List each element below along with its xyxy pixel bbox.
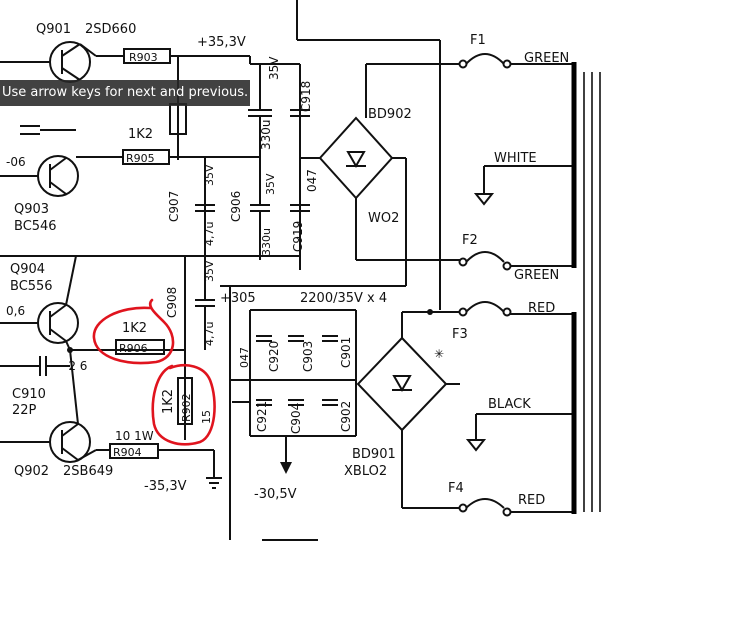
- q901-group: Q901 2SD660 R903 +35,3V: [0, 22, 251, 160]
- c907-cap-label: 4,7u: [203, 222, 216, 246]
- fuses-bottom: RED F3 BLACK F4 RED: [427, 301, 577, 517]
- r906-resistor: [115, 339, 165, 355]
- cap-column-top: 35V C918 330u 047: [248, 56, 319, 270]
- f2-label: F2: [462, 233, 478, 248]
- black-label: BLACK: [488, 397, 531, 412]
- caps-spec-label: 2200/35V x 4: [300, 291, 387, 306]
- c920-label: C920: [267, 341, 281, 372]
- c906-cap-label: 330u: [260, 228, 273, 256]
- c908-label: C908: [165, 287, 179, 318]
- c907-v-label: 35V: [203, 164, 216, 186]
- q903-label: Q903: [14, 202, 49, 217]
- q901-part-label: 2SD660: [85, 22, 136, 37]
- c918-047-label: 047: [305, 169, 319, 192]
- v-26-label: -2 6: [64, 359, 87, 373]
- capacitor-bank: +305 2200/35V x 4 047 C920 C903 C901 C92…: [220, 286, 387, 540]
- cap-column-mid: C907 35V 4,7u C906 35V 330u C919: [0, 157, 310, 300]
- res-1k2-b-label: 1K2: [122, 321, 147, 336]
- bd901-part-label: XBLO2: [344, 464, 387, 479]
- q904-label: Q904: [10, 262, 45, 277]
- r906-group: 1K2 R906: [92, 298, 175, 365]
- v-305-label: +305: [220, 291, 256, 306]
- white-label: WHITE: [494, 151, 537, 166]
- c903-label: C903: [301, 341, 315, 372]
- r902-red-highlight: [151, 364, 216, 446]
- c918-cap-label: 330u: [259, 119, 273, 150]
- res-1k2-a-label: 1K2: [128, 127, 153, 142]
- c904-label: C904: [289, 403, 303, 434]
- q903-part-label: BC546: [14, 219, 57, 234]
- c910-val-label: 22P: [12, 403, 37, 418]
- q901-label: Q901: [36, 22, 71, 37]
- neg-06-label: -06: [6, 155, 26, 169]
- r903-label: R903: [129, 51, 158, 64]
- c901-label: C901: [339, 337, 353, 368]
- green-top-label: GREEN: [524, 51, 569, 66]
- r904-value-label: 10 1W: [115, 429, 154, 443]
- c918-v-label: 35V: [267, 56, 281, 80]
- r904-label: R904: [113, 446, 142, 459]
- c918-label: C918: [299, 81, 313, 112]
- q902-label: Q902: [14, 464, 49, 479]
- f4-label: F4: [448, 481, 464, 496]
- wo2-label: WO2: [368, 211, 399, 226]
- c921-label: C921: [255, 401, 269, 432]
- c919-label: C919: [291, 221, 305, 252]
- c908-cap-label: 4,7u: [203, 322, 216, 346]
- c902-label: C902: [339, 401, 353, 432]
- c908-v-label: 35V: [203, 260, 216, 282]
- q902-part-label: 2SB649: [63, 464, 113, 479]
- flash-icon: ✳: [434, 347, 444, 361]
- red-top-label: RED: [528, 301, 555, 316]
- v-neg-out-label: -30,5V: [254, 487, 297, 502]
- c907-label: C907: [167, 191, 181, 222]
- c906-v-label: 35V: [264, 173, 277, 195]
- r906-label: R906: [119, 342, 148, 355]
- q902-group: C910 22P 10 1W R904 Q902 2SB649 -35,3V: [0, 349, 222, 494]
- red-bottom-label: RED: [518, 493, 545, 508]
- r902-label: R902: [180, 393, 193, 422]
- r905-label: R905: [126, 152, 155, 165]
- c910-label: C910: [12, 387, 46, 402]
- r902-tail-label: 15: [200, 410, 213, 424]
- bd901-bridge: BD901 XBLO2 ✳: [344, 311, 460, 509]
- r902-group: 1K2 R902 15: [151, 364, 216, 446]
- bd902-label: BD902: [368, 107, 412, 122]
- green-bottom-label: GREEN: [514, 268, 559, 283]
- r906-red-highlight: [92, 298, 175, 365]
- q904-group: Q904 BC556 0,6 -2 6 C908 35V 4,7u: [0, 255, 216, 440]
- res-1k2-c-label: 1K2: [161, 389, 176, 414]
- c920-047-label: 047: [238, 347, 251, 368]
- q904-part-label: BC556: [10, 279, 53, 294]
- r902-resistor: [177, 377, 193, 425]
- v-neg-rail-label: -35,3V: [144, 479, 187, 494]
- navigation-tooltip: Use arrow keys for next and previous.: [0, 80, 250, 106]
- v-06-label: 0,6: [6, 304, 25, 318]
- fuses-top: F1 GREEN WHITE F2 GREEN: [458, 33, 601, 512]
- bd902-bridge: BD902 WO2: [220, 63, 460, 287]
- f1-label: F1: [470, 33, 486, 48]
- c906-label: C906: [229, 191, 243, 222]
- bd901-label: BD901: [352, 447, 396, 462]
- q903-group: 1K2 R905 -06 Q903 BC546: [0, 125, 260, 234]
- f3-label: F3: [452, 327, 468, 342]
- v-pos-rail-label: +35,3V: [197, 35, 246, 50]
